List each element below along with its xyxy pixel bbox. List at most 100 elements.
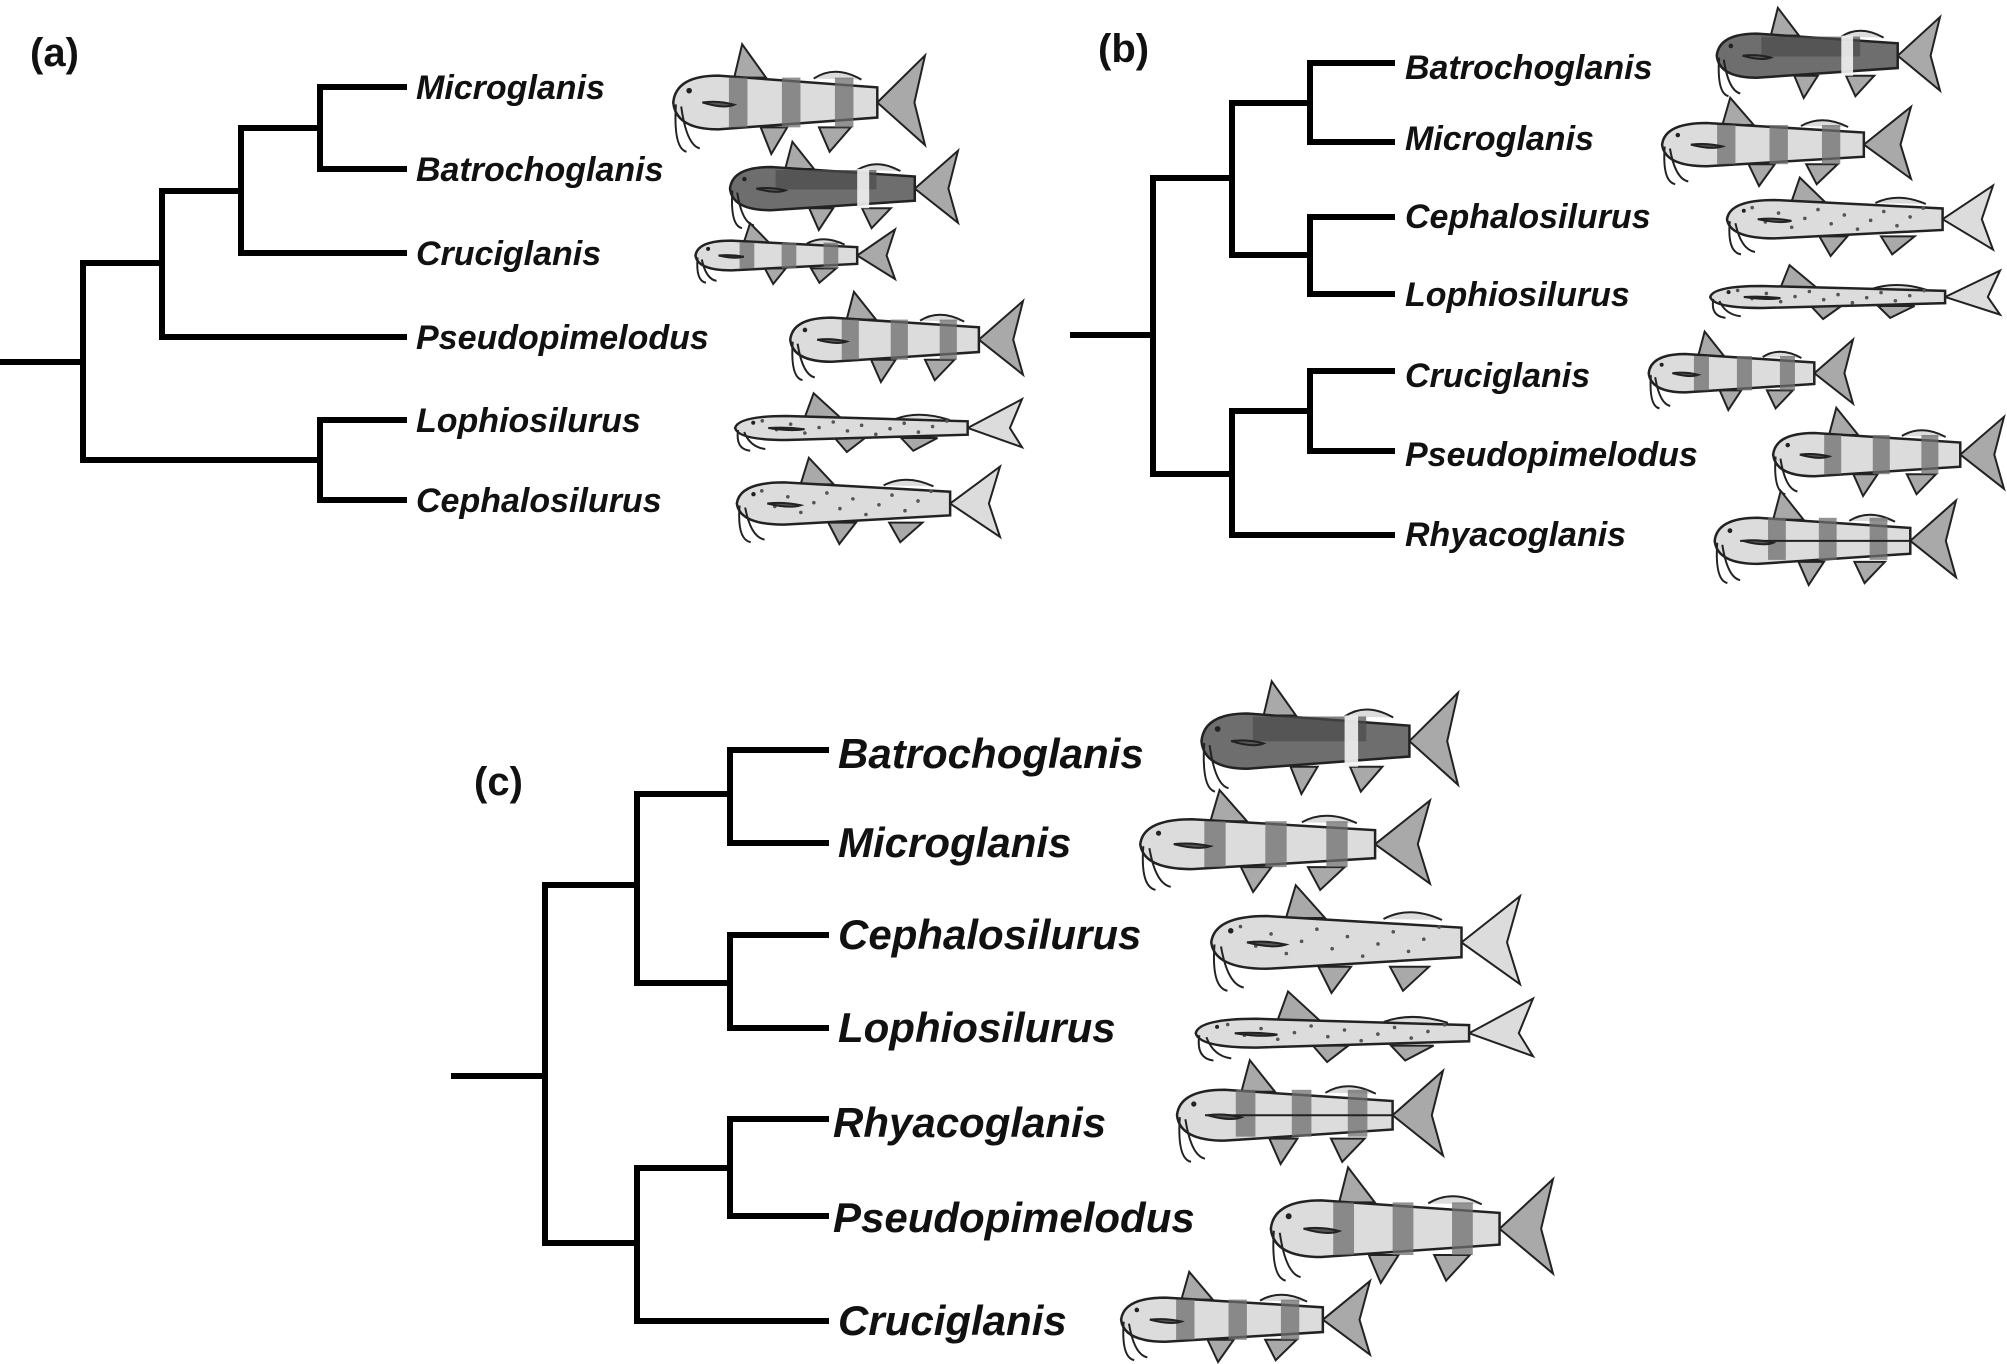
anal-fin xyxy=(817,126,853,154)
spot-marking xyxy=(1360,954,1365,958)
pelvic-fin xyxy=(807,207,836,233)
dorsal-fin xyxy=(1827,405,1861,436)
spot-marking xyxy=(864,512,868,517)
fish-illustration-batrochoglanis xyxy=(728,139,960,233)
dark-band-marking xyxy=(1176,1299,1195,1340)
dorsal-fin xyxy=(742,221,772,244)
tree-c xyxy=(451,747,829,1324)
pelvic-fin xyxy=(1817,235,1850,258)
caudal-fin xyxy=(1958,413,2006,492)
pectoral-fin xyxy=(1230,739,1267,747)
adipose-fin xyxy=(1874,196,1927,205)
dorsal-fin xyxy=(845,289,879,321)
spot-marking xyxy=(1284,951,1289,956)
spot-marking xyxy=(1842,213,1847,217)
dorsal-fin xyxy=(799,455,837,486)
taxon-label: Batrochoglanis xyxy=(416,151,663,189)
barbel xyxy=(1779,458,1798,493)
fish-eye xyxy=(1659,362,1664,367)
spot-marking xyxy=(888,426,892,431)
adipose-fin xyxy=(883,478,934,488)
anal-fin xyxy=(1804,163,1841,186)
fish-body xyxy=(1771,431,1962,478)
fish-body xyxy=(1209,914,1463,971)
fish-eye xyxy=(1727,528,1733,534)
spot-marking xyxy=(759,489,764,493)
dorsal-fin xyxy=(732,41,768,79)
spot-marking xyxy=(1442,1023,1447,1027)
dark-saddle-marking xyxy=(1761,36,1861,57)
fish-illustrations-a xyxy=(671,41,1025,546)
dorsal-fin xyxy=(1180,1269,1215,1301)
spot-marking xyxy=(1855,227,1860,231)
dorsal-fin xyxy=(1240,1057,1278,1093)
fish-illustration-cruciglanis xyxy=(694,221,897,286)
pectoral-fin xyxy=(768,426,805,432)
anal-fin xyxy=(1306,866,1348,892)
spot-marking xyxy=(1829,222,1833,226)
adipose-fin xyxy=(1427,1195,1483,1206)
fish-illustrations-c xyxy=(1119,678,1555,1364)
fish-illustration-microglanis xyxy=(671,41,927,157)
dark-band-marking xyxy=(1235,1089,1256,1137)
taxon-label: Microglanis xyxy=(1405,120,1594,158)
spot-marking xyxy=(1764,291,1769,296)
fish-illustration-microglanis xyxy=(1138,788,1432,894)
anal-fin xyxy=(1875,305,1916,320)
barbel xyxy=(743,431,766,450)
taxon-label: Lophiosilurus xyxy=(416,402,641,440)
dorsal-fin xyxy=(1275,989,1323,1022)
pelvic-fin xyxy=(1239,866,1274,894)
spot-marking xyxy=(1821,297,1826,302)
dark-band-marking xyxy=(1818,517,1837,560)
spot-marking xyxy=(1392,1025,1397,1030)
taxon-label: Batrochoglanis xyxy=(1405,49,1652,87)
spot-marking xyxy=(1259,1026,1263,1031)
spot-marking xyxy=(930,424,935,429)
spot-marking xyxy=(1391,930,1396,934)
spot-marking xyxy=(1299,939,1304,944)
pelvic-fin xyxy=(1718,389,1744,413)
barbel xyxy=(1668,148,1689,183)
spot-marking xyxy=(859,423,864,428)
fish-illustration-cruciglanis xyxy=(1119,1269,1372,1364)
dark-saddle-marking xyxy=(775,170,877,190)
spot-marking xyxy=(838,506,842,511)
pectoral-fin xyxy=(1149,1318,1185,1324)
dark-band-marking xyxy=(1452,1202,1473,1256)
fish-body xyxy=(1269,1199,1501,1259)
dorsal-fin xyxy=(1769,5,1802,37)
taxon-label: Microglanis xyxy=(416,69,605,107)
pectoral-fin xyxy=(1742,539,1777,546)
dark-band-marking xyxy=(1717,125,1736,165)
barbel xyxy=(1718,300,1741,318)
spot-marking xyxy=(1422,937,1426,942)
fish-eye xyxy=(1214,726,1221,732)
pelvic-fin xyxy=(869,358,898,385)
fish-eye xyxy=(1228,928,1234,934)
barbel xyxy=(1649,375,1660,410)
barbel xyxy=(744,507,765,541)
anal-fin xyxy=(1348,765,1385,794)
spot-marking xyxy=(1326,1034,1330,1039)
fish-eye xyxy=(686,87,692,94)
fish-eye xyxy=(751,420,756,425)
caudal-fin xyxy=(1407,689,1460,788)
spot-marking xyxy=(890,493,894,497)
caudal-fin xyxy=(1862,104,1913,182)
pelvic-fin xyxy=(1808,305,1845,321)
pectoral-fin xyxy=(756,187,789,193)
taxon-label: Pseudopimelodus xyxy=(1405,436,1698,474)
barbel xyxy=(1178,1117,1192,1163)
pectoral-fin xyxy=(718,254,745,259)
dorsal-fin xyxy=(1771,488,1806,521)
anal-fin xyxy=(1388,1044,1435,1062)
pectoral-fin xyxy=(1246,940,1290,948)
spot-marking xyxy=(831,420,836,424)
pale-band-marking xyxy=(1344,715,1359,767)
fish-illustration-lophiosilurus xyxy=(1194,989,1536,1064)
fish-eye xyxy=(742,176,747,182)
pelvic-fin xyxy=(832,437,868,454)
fish-body xyxy=(733,414,969,442)
dark-band-marking xyxy=(1265,821,1287,868)
